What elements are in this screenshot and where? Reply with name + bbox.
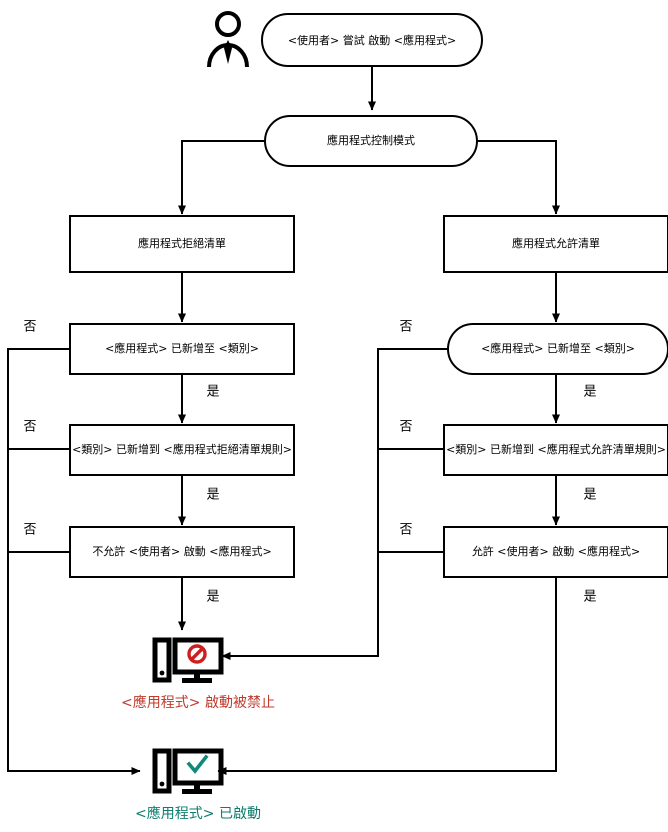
edge-left-no-bus bbox=[7, 348, 141, 775]
node-allow-app-in-category-label: <應用程式> 已新增至 <類別> bbox=[481, 341, 635, 355]
monitor-blocked-icon bbox=[152, 637, 224, 683]
node-allow-app-in-category: <應用程式> 已新增至 <類別> bbox=[447, 323, 668, 375]
node-deny-app-in-category-label: <應用程式> 已新增至 <類別> bbox=[105, 341, 259, 355]
edge-label-yes-right-1: 是 bbox=[583, 385, 596, 400]
node-start: <使用者> 嘗試 啟動 <應用程式> bbox=[261, 13, 483, 67]
edge-label-yes-left-3: 是 bbox=[206, 590, 219, 605]
edge-label-yes-left-2: 是 bbox=[206, 488, 219, 503]
node-denylist-label: 應用程式拒絕清單 bbox=[138, 236, 226, 250]
edge-label-yes-right-2: 是 bbox=[583, 488, 596, 503]
edge-label-yes-left-1: 是 bbox=[206, 385, 219, 400]
edge-label-no-right-2: 否 bbox=[399, 420, 412, 435]
node-allowlist-label: 應用程式允許清單 bbox=[512, 236, 600, 250]
node-allow-start-label: 允許 <使用者> 啟動 <應用程式> bbox=[472, 544, 640, 558]
node-allow-category-in-rule-label: <類別> 已新增到 <應用程式允許清單規則> bbox=[446, 442, 666, 456]
node-deny-start: 不允許 <使用者> 啟動 <應用程式> bbox=[69, 526, 295, 578]
node-allow-category-in-rule: <類別> 已新增到 <應用程式允許清單規則> bbox=[443, 424, 668, 476]
edge-mode-to-denylist bbox=[178, 140, 265, 215]
node-deny-category-in-rule: <類別> 已新增到 <應用程式拒絕清單規則> bbox=[69, 424, 295, 476]
node-deny-app-in-category: <應用程式> 已新增至 <類別> bbox=[69, 323, 295, 375]
edge-label-no-left-3: 否 bbox=[23, 523, 36, 538]
node-start-label: <使用者> 嘗試 啟動 <應用程式> bbox=[288, 33, 456, 47]
outcome-blocked-label: <應用程式> 啟動被禁止 bbox=[121, 694, 275, 711]
user-icon bbox=[207, 11, 249, 68]
node-allow-start: 允許 <使用者> 啟動 <應用程式> bbox=[443, 526, 668, 578]
node-deny-category-in-rule-label: <類別> 已新增到 <應用程式拒絕清單規則> bbox=[72, 442, 292, 456]
edge-label-no-right-1: 否 bbox=[399, 320, 412, 335]
edge-right-no-bus bbox=[221, 348, 448, 660]
edge-mode-to-allowlist bbox=[477, 140, 560, 215]
outcome-launched-label: <應用程式> 已啟動 bbox=[135, 805, 261, 822]
edge-label-yes-right-3: 是 bbox=[583, 590, 596, 605]
node-denylist: 應用程式拒絕清單 bbox=[69, 215, 295, 273]
node-mode: 應用程式控制模式 bbox=[264, 115, 478, 167]
edge-label-no-right-3: 否 bbox=[399, 523, 412, 538]
monitor-check-icon bbox=[152, 748, 224, 794]
edge-label-no-left-2: 否 bbox=[23, 420, 36, 435]
edge-right-yes-3 bbox=[217, 577, 557, 775]
edge-label-no-left-1: 否 bbox=[23, 320, 36, 335]
node-deny-start-label: 不允許 <使用者> 啟動 <應用程式> bbox=[92, 544, 271, 558]
node-allowlist: 應用程式允許清單 bbox=[443, 215, 668, 273]
node-mode-label: 應用程式控制模式 bbox=[327, 133, 415, 147]
